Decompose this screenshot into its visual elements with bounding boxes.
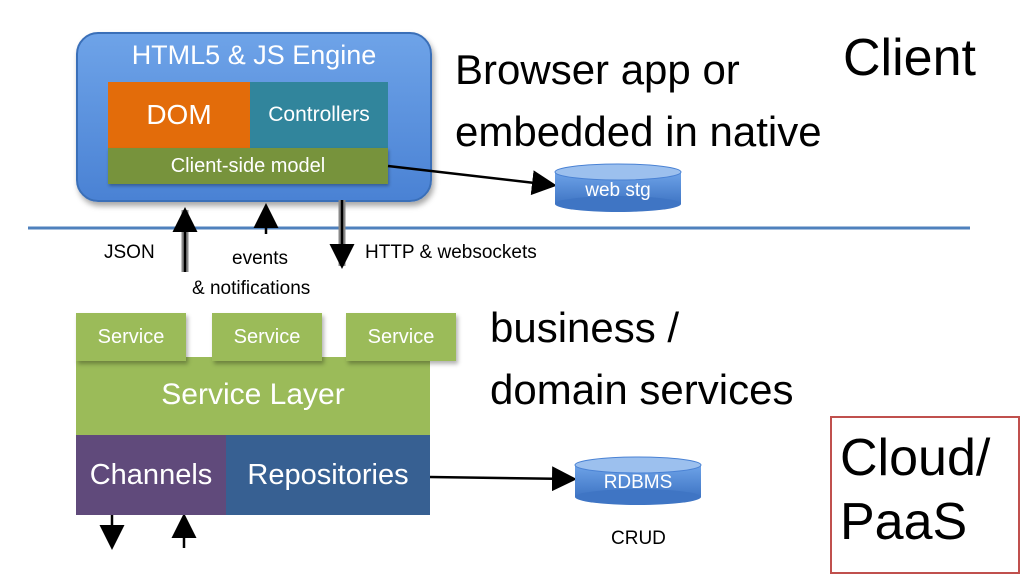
business-label-line1: business / (490, 304, 680, 351)
cloud-paas-box (830, 416, 1020, 574)
service-box-2: Service (212, 313, 322, 361)
client-model-box: Client-side model (108, 148, 388, 184)
business-label-line2: domain services (490, 366, 794, 413)
browser-label-line2: embedded in native (455, 108, 822, 155)
controllers-box: Controllers (250, 82, 388, 148)
arrow-repos-to-rdbms (429, 466, 577, 492)
channels-box: Channels (76, 435, 226, 515)
repositories-box: Repositories (226, 435, 430, 515)
web-storage-cylinder (554, 163, 682, 212)
service-box-1: Service (76, 313, 186, 361)
service-layer-box (76, 357, 430, 435)
events-label-line1: events (232, 248, 288, 269)
browser-label-line1: Browser app or (455, 46, 740, 93)
dom-box: DOM (108, 82, 250, 148)
arrow-model-to-storage (387, 164, 557, 196)
engine-title: HTML5 & JS Engine (131, 40, 377, 70)
crud-label: CRUD (611, 528, 666, 549)
events-label-line2: & notifications (192, 278, 311, 299)
client-heading: Client (843, 29, 976, 87)
web-storage-label: web stg (585, 180, 651, 201)
cloud-label-line1: Cloud/ (840, 429, 991, 487)
cloud-paas-label: Cloud/ PaaS (840, 426, 990, 554)
service-box-3: Service (346, 313, 456, 361)
json-label: JSON (104, 242, 155, 263)
http-label: HTTP & websockets (365, 242, 537, 263)
rdbms-cylinder (574, 456, 702, 505)
service-layer-label: Service Layer (161, 378, 345, 411)
cloud-label-line2: PaaS (840, 493, 968, 551)
rdbms-label: RDBMS (603, 472, 673, 493)
